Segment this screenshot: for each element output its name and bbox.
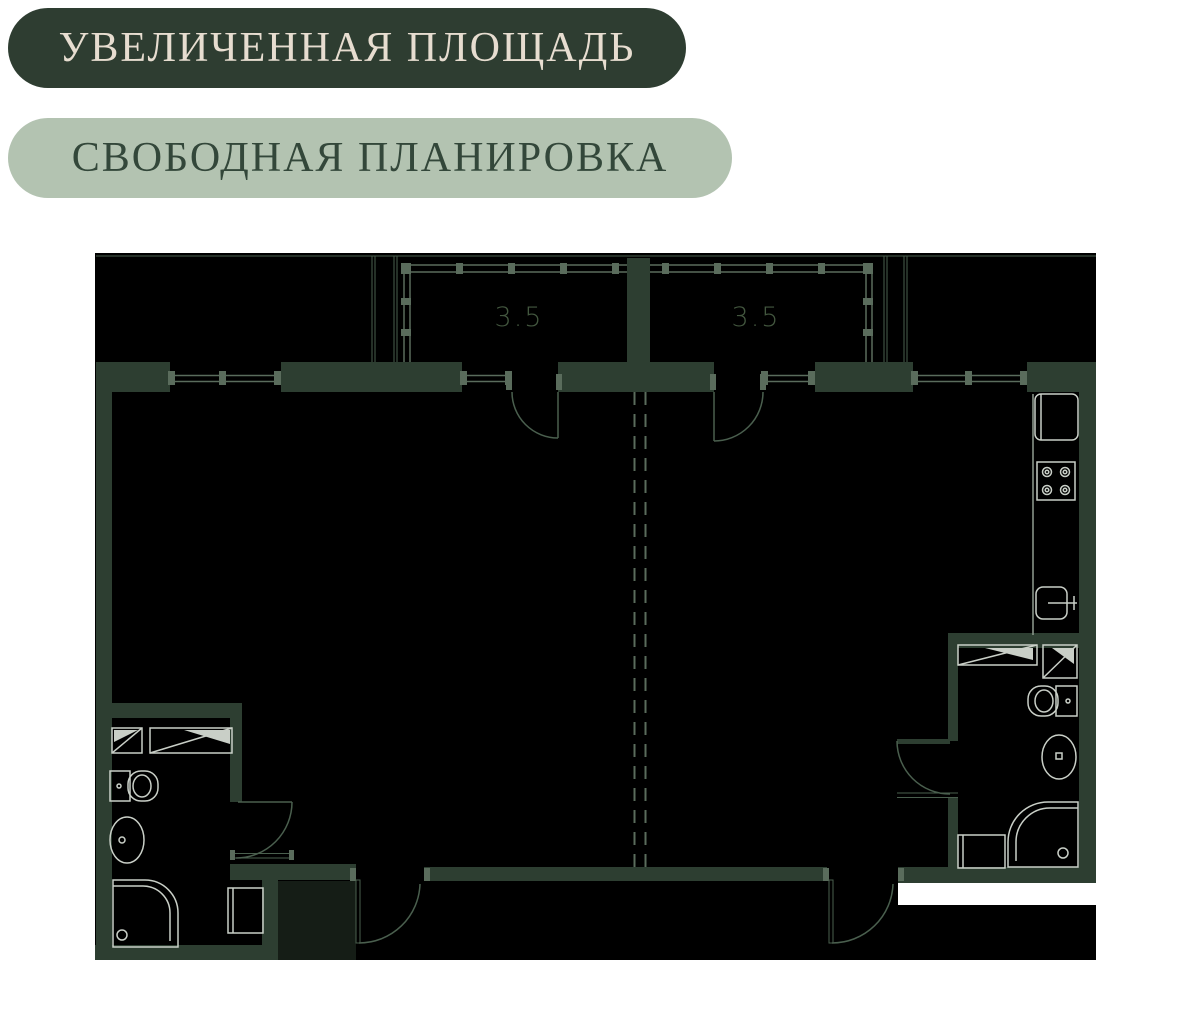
balcony-area-label: 3.5	[495, 302, 544, 333]
window-symbol	[911, 371, 1027, 385]
window-symbol	[168, 371, 281, 385]
balcony-divider-pillar	[627, 258, 650, 362]
washing-machine-symbol	[957, 834, 1006, 869]
balcony-area-label: 3.5	[732, 302, 781, 333]
exterior-contour-lines	[96, 255, 1096, 362]
toilet-symbol	[109, 770, 159, 802]
kitchen-sink-symbol	[1035, 586, 1077, 620]
bathroom-sink-symbol	[1041, 734, 1077, 780]
badge-increased-area: УВЕЛИЧЕННАЯ ПЛОЩАДЬ	[8, 8, 686, 88]
balcony-door-right	[710, 374, 766, 442]
shelf-symbol	[957, 644, 1078, 679]
entrance-door	[823, 868, 904, 944]
entrance-door	[350, 868, 430, 944]
railing-mullions	[401, 263, 873, 336]
balcony-railing	[401, 263, 873, 362]
balcony-door-left	[506, 374, 562, 439]
washing-machine-symbol	[227, 887, 264, 934]
bathroom-door-right	[896, 740, 958, 798]
stove-symbol	[1036, 461, 1076, 501]
badge-free-layout: СВОБОДНАЯ ПЛАНИРОВКА	[8, 118, 732, 198]
toilet-symbol	[1027, 685, 1078, 717]
walls	[95, 362, 1096, 960]
bathroom-sink-symbol	[109, 816, 145, 864]
plan-background	[95, 253, 1096, 960]
shower-symbol	[112, 879, 179, 948]
shower-symbol	[1007, 801, 1079, 868]
fridge-symbol	[1034, 393, 1079, 441]
shelf-symbol	[111, 727, 233, 754]
entrance-vestibule	[278, 881, 356, 960]
bathroom-door-left	[230, 801, 294, 860]
